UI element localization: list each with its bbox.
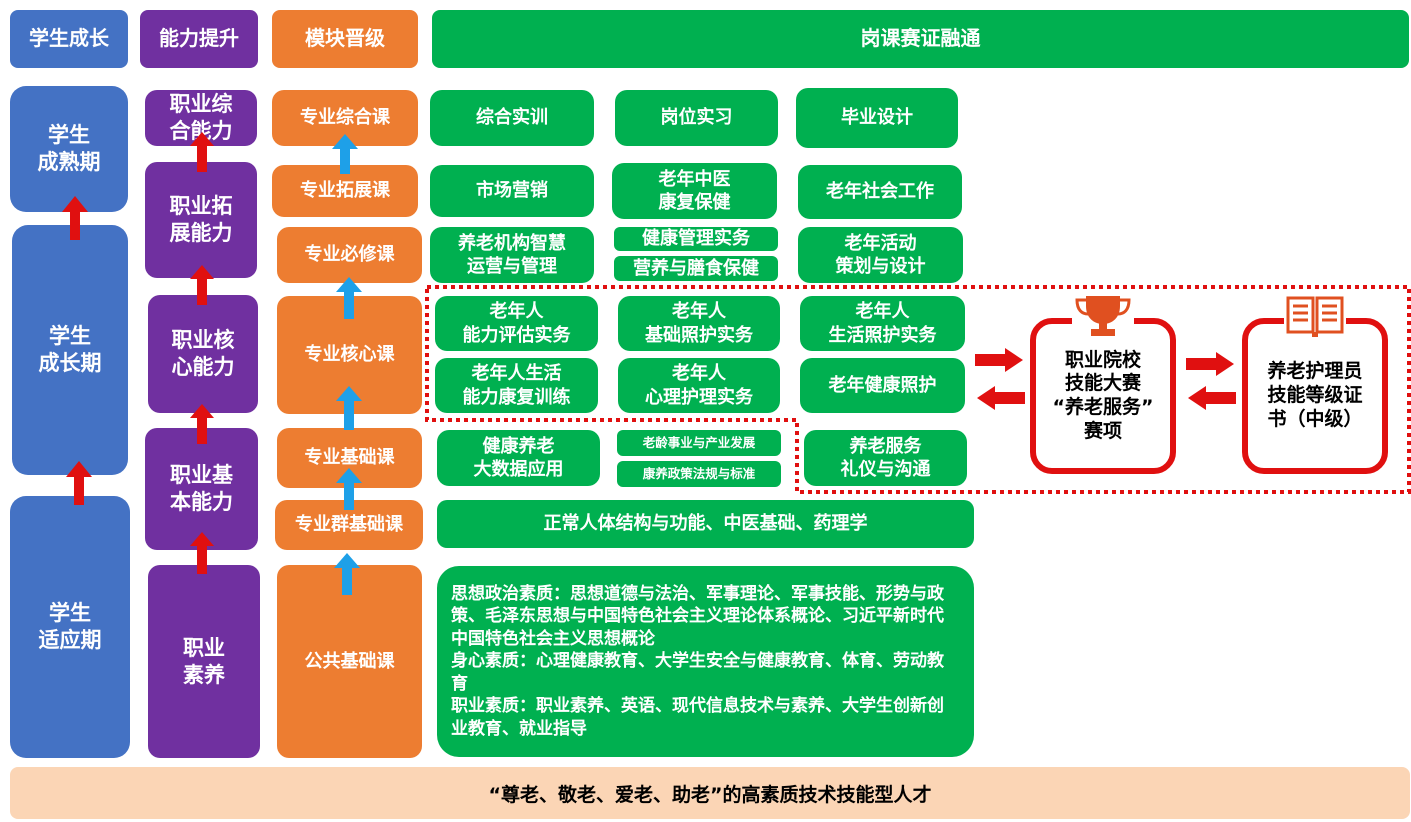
- stage-growing: 学生 成长期: [12, 225, 128, 475]
- course-nutrition: 营养与膳食保健: [614, 256, 778, 281]
- red-up-arrow: [190, 532, 214, 574]
- course-big-data: 健康养老 大数据应用: [437, 430, 600, 486]
- blue-up-arrow: [336, 468, 362, 510]
- course-health-care: 老年健康照护: [800, 358, 965, 413]
- course-group-foundation: 正常人体结构与功能、中医基础、药理学: [437, 500, 974, 548]
- header-module-promotion: 模块晋级: [272, 10, 418, 68]
- course-smart-operation: 养老机构智慧 运营与管理: [430, 227, 594, 283]
- red-up-arrow: [190, 132, 214, 172]
- course-tcm-rehab: 老年中医 康复保健: [612, 163, 777, 219]
- red-up-arrow: [62, 196, 88, 240]
- red-up-arrow: [190, 265, 214, 305]
- blue-up-arrow: [336, 386, 362, 430]
- ability-core: 职业核 心能力: [148, 295, 258, 413]
- course-comprehensive-training: 综合实训: [430, 90, 594, 146]
- talent-goal-footer: “尊老、敬老、爱老、助老”的高素质技术技能型人才: [10, 767, 1410, 819]
- course-activity-planning: 老年活动 策划与设计: [798, 227, 963, 283]
- course-policy-standards: 康养政策法规与标准: [617, 461, 781, 487]
- course-marketing: 市场营销: [430, 165, 594, 217]
- blue-up-arrow: [334, 553, 360, 595]
- course-social-work: 老年社会工作: [798, 165, 962, 219]
- course-internship: 岗位实习: [615, 90, 778, 146]
- module-basic: 专业基础课: [277, 428, 422, 488]
- course-basic-care: 老年人 基础照护实务: [618, 296, 780, 351]
- course-life-care: 老年人 生活照护实务: [800, 296, 965, 351]
- ability-comprehensive: 职业综 合能力: [145, 90, 257, 146]
- course-etiquette: 养老服务 礼仪与沟通: [804, 430, 967, 486]
- header-integration: 岗课赛证融通: [432, 10, 1409, 68]
- course-health-management: 健康管理实务: [614, 227, 778, 251]
- course-psych-care: 老年人 心理护理实务: [618, 358, 780, 413]
- competition-box: 职业院校 技能大赛 “养老服务” 赛项: [1030, 318, 1176, 474]
- module-expand: 专业拓展课: [272, 165, 418, 217]
- stage-adapt: 学生 适应期: [10, 496, 130, 758]
- module-group-basic: 专业群基础课: [275, 500, 423, 550]
- exchange-arrows: [975, 348, 1025, 410]
- stage-mature: 学生 成熟期: [10, 86, 128, 212]
- book-icon: [1284, 294, 1346, 338]
- course-rehab-training: 老年人生活 能力康复训练: [435, 358, 598, 413]
- red-up-arrow: [66, 461, 92, 505]
- blue-up-arrow: [336, 277, 362, 319]
- module-public: 公共基础课: [277, 565, 422, 758]
- blue-up-arrow: [332, 134, 358, 174]
- red-up-arrow: [190, 404, 214, 444]
- ability-literacy: 职业 素养: [148, 565, 260, 758]
- course-aging-industry: 老龄事业与产业发展: [617, 430, 781, 456]
- ability-basic: 职业基 本能力: [145, 428, 258, 550]
- certificate-box: 养老护理员 技能等级证 书（中级）: [1242, 318, 1388, 474]
- module-required: 专业必修课: [277, 227, 422, 283]
- course-public-foundation: 思想政治素质：思想道德与法治、军事理论、军事技能、形势与政策、毛泽东思想与中国特…: [437, 566, 974, 757]
- header-student-growth: 学生成长: [10, 10, 128, 68]
- trophy-icon: [1072, 292, 1134, 338]
- course-graduation-design: 毕业设计: [796, 88, 958, 148]
- header-ability-improvement: 能力提升: [140, 10, 258, 68]
- ability-expand: 职业拓 展能力: [145, 162, 257, 278]
- course-ability-assessment: 老年人 能力评估实务: [435, 296, 598, 351]
- exchange-arrows: [1186, 352, 1236, 410]
